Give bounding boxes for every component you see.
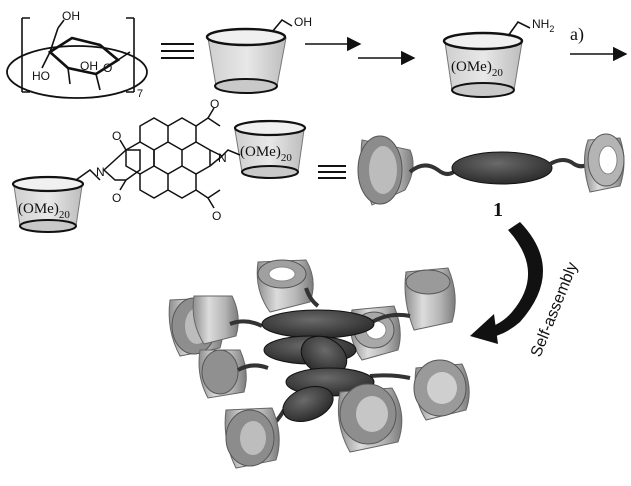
stacked-aggregate <box>168 259 470 469</box>
oh-top-label: OH <box>62 9 80 23</box>
hydroxyl-label: OH <box>294 15 312 29</box>
glucose-repeat-unit: OH HO OH O 7 <box>6 9 148 100</box>
cyclodextrin-right: (OMe)20 <box>233 119 307 179</box>
oh-middle-label: OH <box>80 59 98 73</box>
amine-label: NH2 <box>532 17 554 34</box>
ome-label-row1: (OMe)20 <box>451 59 503 79</box>
cyclodextrin-amine: NH2 (OMe)20 <box>442 17 554 98</box>
cyclodextrin-left: (OMe)20 <box>11 175 85 233</box>
equivalence-sign <box>161 43 194 59</box>
imide-n-right: N <box>218 151 227 165</box>
repeat-count: 7 <box>137 88 143 100</box>
ome-label-right: (OMe)20 <box>240 144 292 164</box>
ome-label-left: (OMe)20 <box>18 201 70 221</box>
equivalence-sign-2 <box>318 165 346 179</box>
ring-oxygen-label: O <box>103 61 112 75</box>
compound-number: 1 <box>493 199 503 221</box>
cyclodextrin-oh: OH <box>205 15 312 94</box>
self-assembly-arrow <box>470 222 543 344</box>
carbonyl-o-4: O <box>212 209 221 223</box>
step-a-label: a) <box>570 24 584 45</box>
carbonyl-o-1: O <box>112 129 121 143</box>
carbonyl-o-2: O <box>112 191 121 205</box>
compound-1-model <box>357 133 625 206</box>
imide-n-left: N <box>96 165 105 179</box>
carbonyl-o-3: O <box>210 97 219 111</box>
ho-label: HO <box>32 69 50 83</box>
perylene-diimide-structure <box>75 107 241 209</box>
pdi-atom-labels: O O O O N N <box>96 97 227 223</box>
